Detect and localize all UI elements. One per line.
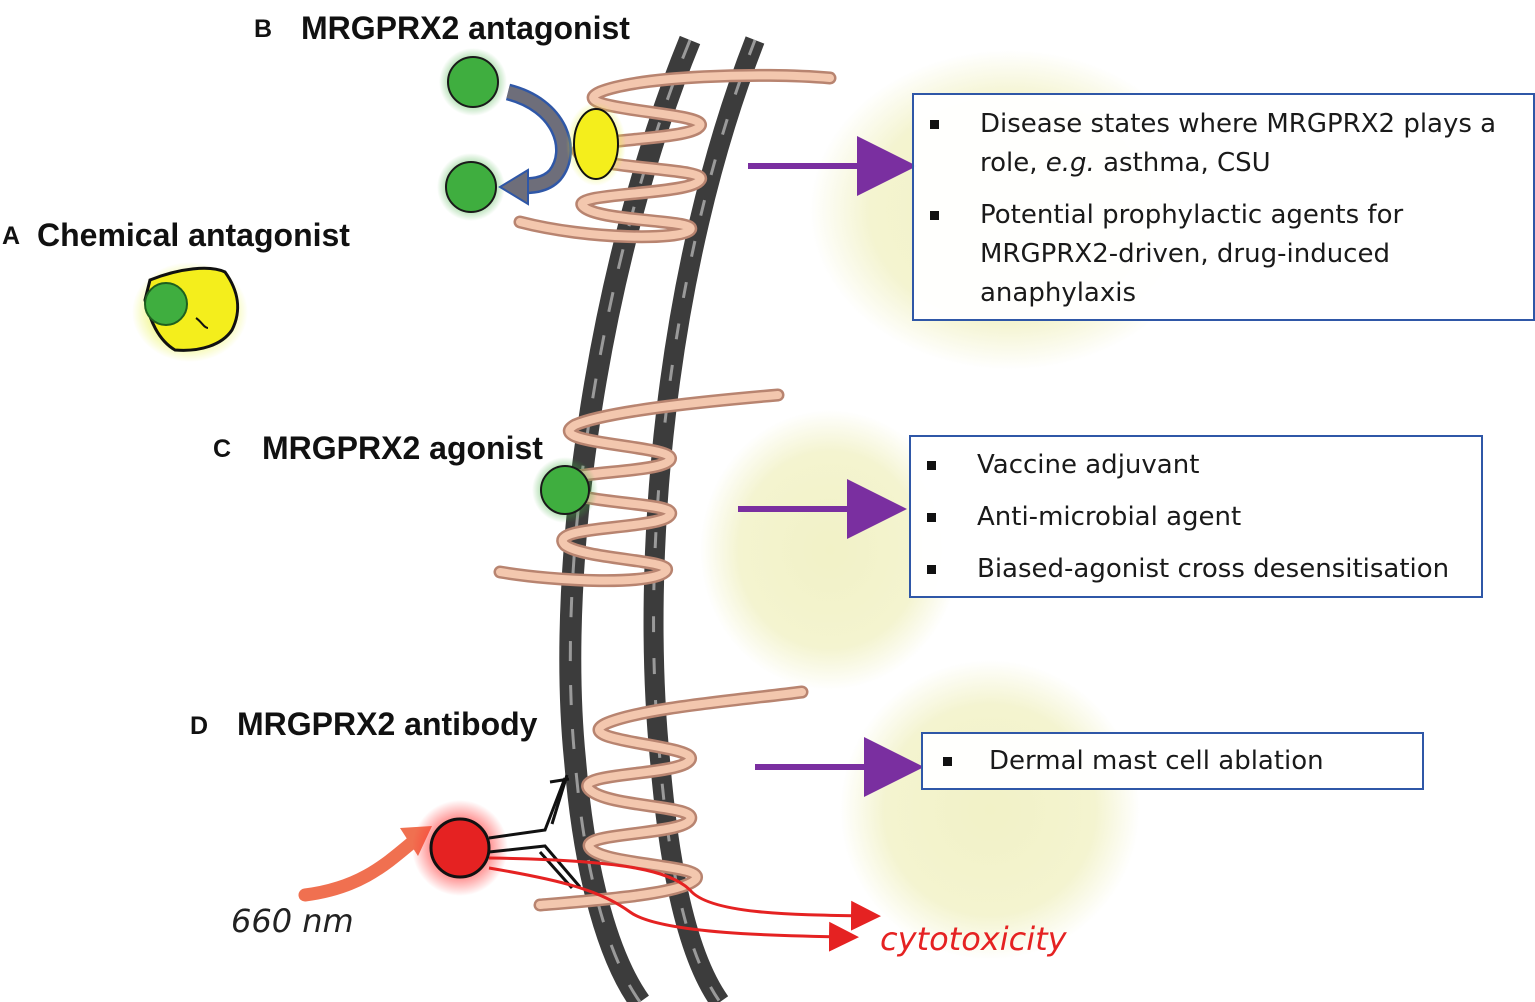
ligand-c xyxy=(540,465,590,515)
panel-letter-c: C xyxy=(213,435,232,463)
panel-title-a: Chemical antagonist xyxy=(37,217,350,253)
halo-d xyxy=(840,660,1140,960)
receptor-middle xyxy=(493,388,785,588)
outcome-box-d: Dermal mast cell ablation xyxy=(921,732,1424,790)
panel-letter-d: D xyxy=(190,712,209,740)
receptor-bottom xyxy=(533,685,809,912)
outcome-b-item-2: Potential prophylactic agents for MRGPRX… xyxy=(914,196,1533,313)
panel-title-d: MRGPRX2 antibody xyxy=(237,706,538,742)
light-arrow xyxy=(298,833,422,902)
panel-letter-b: B xyxy=(254,15,273,43)
chemical-antagonist-molecule xyxy=(132,262,248,362)
ligand-bottom-b xyxy=(445,161,497,213)
antibody-conjugate xyxy=(298,774,881,952)
wavelength-label: 660 nm xyxy=(231,902,354,940)
panel-title-b: MRGPRX2 antagonist xyxy=(301,10,630,46)
bullet-icon xyxy=(927,461,936,470)
outcome-c-item-2: Anti-microbial agent xyxy=(911,498,1481,537)
ligand-top-b xyxy=(447,56,499,108)
cytotoxicity-path-1 xyxy=(488,856,881,931)
photosensitizer xyxy=(429,817,491,879)
cytotoxicity-path-2 xyxy=(488,866,859,952)
bullet-icon xyxy=(927,513,936,522)
cytotoxicity-label: cytotoxicity xyxy=(880,920,1067,958)
outcome-c-item-1: Vaccine adjuvant xyxy=(911,446,1481,485)
membrane-strand-inner xyxy=(643,36,765,1002)
outcome-box-b: Disease states where MRGPRX2 plays a rol… xyxy=(912,93,1535,321)
antagonist-blocker xyxy=(573,108,619,180)
bullet-icon xyxy=(943,757,952,766)
bullet-icon xyxy=(930,211,939,220)
panel-letter-a: A xyxy=(2,222,21,250)
agonist-ligand xyxy=(532,457,598,523)
bullet-icon xyxy=(927,565,936,574)
outcome-d-item-1: Dermal mast cell ablation xyxy=(923,742,1422,781)
outcome-b-item-1: Disease states where MRGPRX2 plays a rol… xyxy=(914,105,1533,183)
ligand-bound-a xyxy=(144,282,188,326)
bullet-icon xyxy=(930,120,939,129)
outcome-box-c: Vaccine adjuvant Anti-microbial agent Bi… xyxy=(909,435,1483,598)
outcome-c-item-3: Biased-agonist cross desensitisation xyxy=(911,550,1481,589)
antagonist-action xyxy=(437,48,626,221)
panel-title-c: MRGPRX2 agonist xyxy=(262,430,543,466)
